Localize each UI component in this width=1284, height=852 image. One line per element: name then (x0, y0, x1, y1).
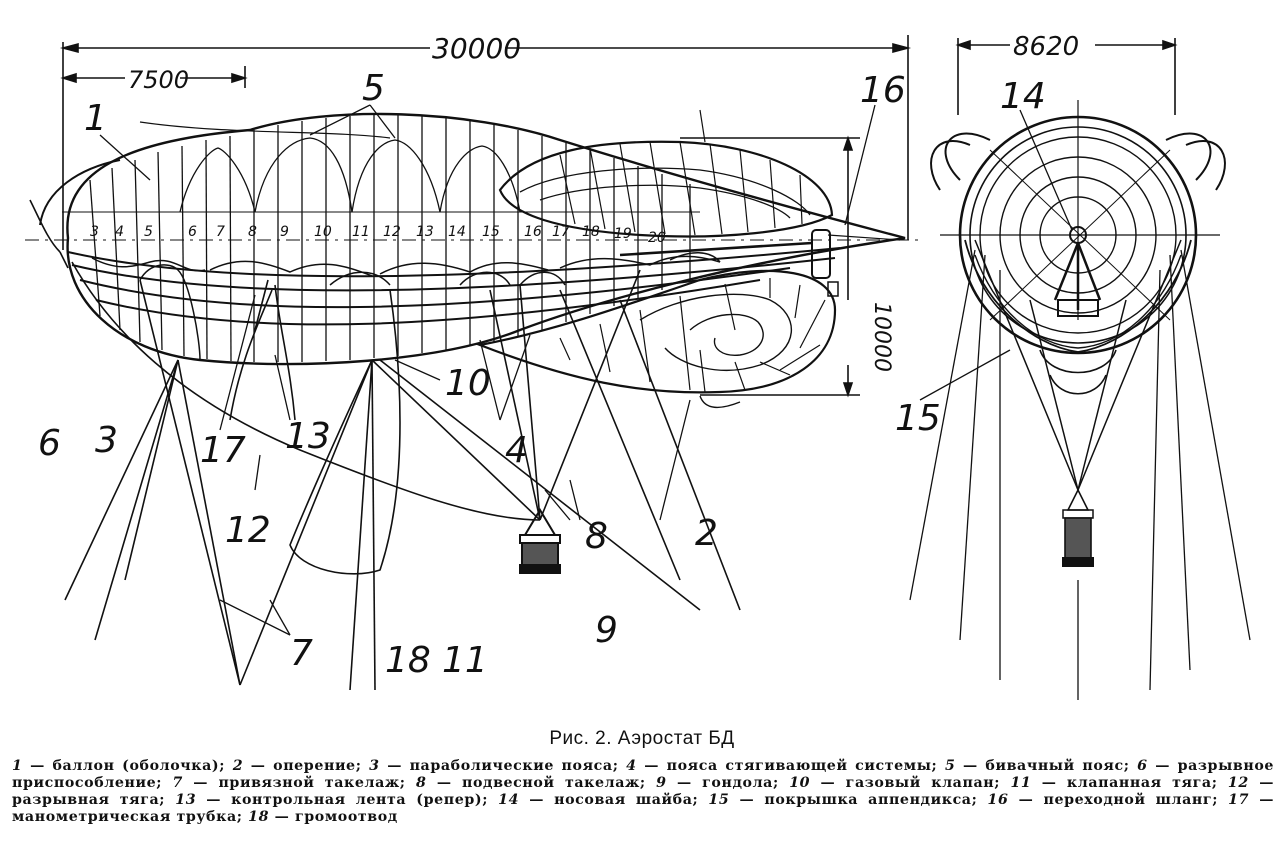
callout-label: 2 (695, 513, 718, 554)
dim-height: 10000 (869, 302, 894, 372)
legend-item: 14 — носовая шайба; (498, 792, 709, 808)
legend-item: 7 — привязной такелаж; (172, 775, 416, 791)
section-number: 17 (552, 224, 570, 240)
legend-item: 10 — газовый клапан; (789, 775, 1011, 791)
callout-label: 11 (442, 640, 488, 681)
figure-legend: 1 — баллон (оболочка); 2 — оперение; 3 —… (12, 758, 1274, 826)
legend-item: 2 — оперение; (232, 758, 370, 774)
callout-label: 14 (1000, 76, 1046, 117)
section-numbers: 3 4 5 6 7 8 9 10 11 12 13 14 15 16 17 18… (90, 224, 666, 246)
section-number: 11 (352, 224, 370, 240)
callout-label: 10 (445, 363, 491, 404)
lower-stabilizer (476, 269, 839, 409)
legend-item: 4 — пояса стягивающей системы; (626, 758, 945, 774)
section-number: 14 (448, 224, 466, 240)
section-number: 7 (216, 224, 225, 240)
dimension-lines (25, 35, 1178, 398)
aerostat-diagram: 30000 7500 8620 10000 3 4 5 6 7 8 9 10 1… (25, 32, 1251, 700)
section-number: 9 (280, 224, 289, 240)
envelope (39, 112, 906, 366)
figure-caption: Рис. 2. Аэростат БД (549, 728, 735, 749)
callout-label: 9 (595, 610, 618, 651)
callout-leaders (99, 104, 1073, 636)
gondola (519, 508, 561, 574)
upper-stabilizer (498, 109, 834, 238)
front-view (909, 100, 1251, 700)
callout-label: 17 (200, 430, 246, 471)
legend-item: 17 — манометрическая трубка; (12, 792, 1274, 825)
callout-label: 18 (385, 640, 431, 681)
legend-item: 1 — баллон (оболочка); (12, 758, 233, 774)
legend-item: 8 — подвесной такелаж; (415, 775, 657, 791)
section-number: 19 (614, 226, 632, 242)
legend-item: 6 — разрывное приспособление; (12, 758, 1275, 791)
rigging (29, 199, 741, 691)
section-number: 18 (582, 224, 600, 240)
section-number: 3 (90, 224, 99, 240)
legend-item: 9 — гондола; (656, 775, 790, 791)
callout-label: 16 (860, 70, 906, 111)
section-number: 16 (524, 224, 542, 240)
section-number: 20 (648, 230, 666, 246)
callout-label: 12 (225, 510, 271, 551)
dim-width: 8620 (1013, 32, 1079, 62)
callout-labels: 1 2 3 4 5 6 7 8 9 10 11 12 13 14 15 16 1… (38, 68, 1046, 681)
dim-length: 30000 (432, 32, 521, 65)
section-number: 4 (115, 224, 124, 240)
dim-front-section: 7500 (128, 66, 189, 94)
callout-label: 4 (505, 430, 528, 471)
legend-item: 15 — покрышка аппендикса; (708, 792, 988, 808)
callout-label: 5 (362, 68, 385, 109)
section-number: 12 (383, 224, 401, 240)
callout-label: 1 (84, 98, 107, 139)
callout-label: 8 (585, 516, 608, 557)
section-number: 6 (188, 224, 197, 240)
section-number: 10 (314, 224, 332, 240)
legend-item: 5 — бивачный пояс; (944, 758, 1138, 774)
section-number: 5 (144, 224, 153, 240)
callout-label: 15 (895, 398, 941, 439)
legend-item: 12 — разрывная тяга; (12, 775, 1274, 808)
legend-item: 16 — переходной шланг; (987, 792, 1229, 808)
section-number: 8 (248, 224, 257, 240)
callout-label: 6 (38, 423, 61, 464)
legend-item: 3 — параболические пояса; (369, 758, 627, 774)
callout-label: 13 (285, 416, 331, 457)
section-number: 13 (416, 224, 434, 240)
callout-label: 7 (290, 633, 313, 674)
legend-item: 13 — контрольная лента (репер); (175, 792, 499, 808)
section-number: 15 (482, 224, 500, 240)
legend-item: 11 — клапанная тяга; (1010, 775, 1228, 791)
callout-label: 3 (95, 420, 118, 461)
legend-item: 18 — громоотвод (248, 809, 398, 825)
